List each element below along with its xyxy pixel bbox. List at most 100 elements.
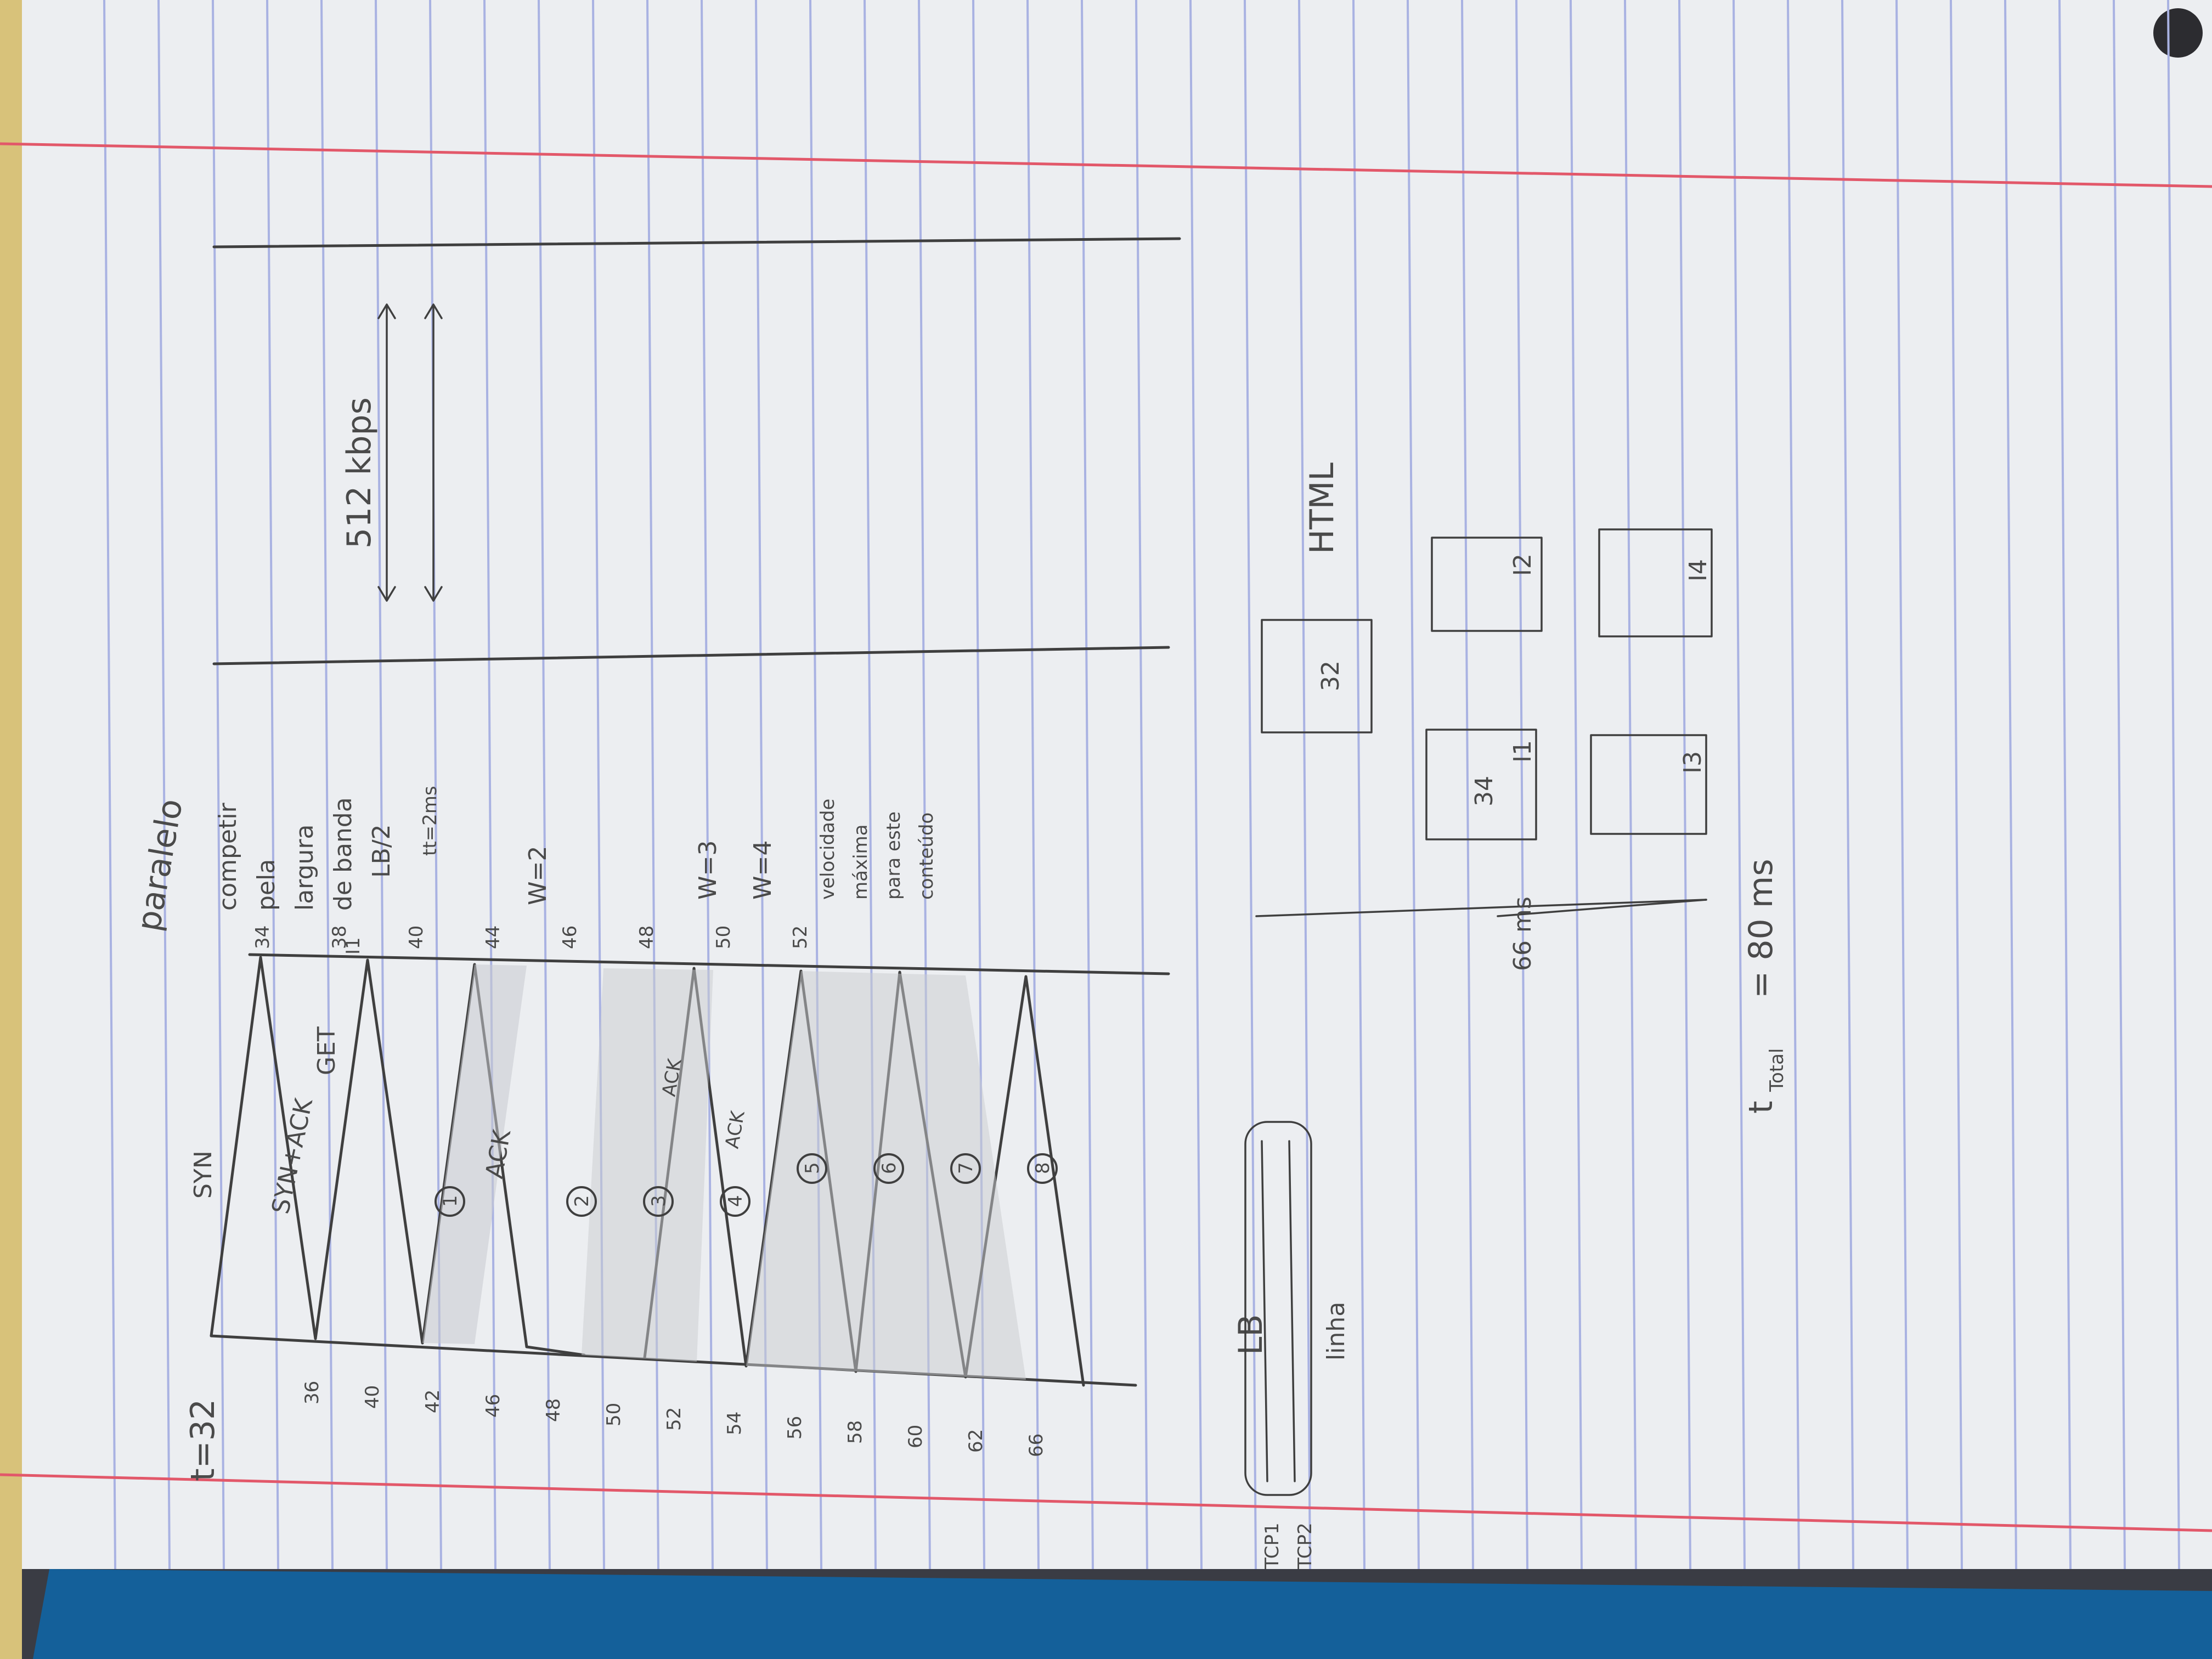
label-w4: W=4: [749, 840, 777, 900]
box-i3: [1590, 734, 1707, 835]
time-mark-client: 46: [482, 1394, 504, 1418]
note-velocidade-line: para este: [883, 811, 905, 900]
box-i1-time: 34: [1470, 776, 1498, 806]
arrow-head: [424, 303, 443, 319]
segment-number: 6: [878, 1162, 900, 1174]
segment-numbers: 1 2 3 4 5 6 7 8: [435, 1153, 1058, 1217]
segment-circle: [435, 1186, 465, 1217]
time-mark-server: 46: [559, 926, 581, 949]
segment-number: 1: [439, 1195, 461, 1207]
bandwidth-line-bottom: [212, 237, 1181, 249]
note-competir-line: largura: [291, 825, 319, 911]
rule-line: [1841, 0, 1854, 1570]
time-mark-server: 38: [329, 926, 351, 949]
time-mark-server: 44: [482, 926, 504, 949]
note-velocidade-line: máxima: [850, 825, 872, 900]
label-66ms: 66 ms: [1509, 896, 1537, 971]
box-i3-label: I3: [1679, 751, 1707, 774]
time-mark-client: 40: [362, 1385, 383, 1409]
arrow-head: [377, 586, 396, 602]
rule-line: [266, 0, 279, 1570]
data-lines: [643, 967, 1085, 1387]
label-i1: I1: [342, 937, 364, 955]
box-html-time: 32: [1317, 661, 1345, 691]
time-mark-server: 40: [405, 926, 427, 949]
tcp-line-2: [1288, 1140, 1296, 1482]
label-bandwidth: 512 kbps: [340, 397, 379, 549]
segment-number: 7: [955, 1162, 977, 1174]
label-syn: SYN: [189, 1150, 217, 1199]
box-i2-label: I2: [1509, 554, 1537, 576]
time-mark-client: 54: [724, 1412, 746, 1435]
segment-circle: [797, 1153, 827, 1184]
label-ttotal: t: [1742, 1101, 1780, 1114]
segment-number: 2: [571, 1195, 593, 1207]
box-i2: [1431, 537, 1543, 632]
margin-line-bottom: [0, 1473, 2212, 1532]
rule-line: [538, 0, 551, 1570]
box-i1-label: I1: [1509, 740, 1537, 763]
segment-circle: [643, 1186, 674, 1217]
box-html: [1261, 619, 1373, 733]
box-html-label: HTML: [1303, 462, 1341, 554]
label-lb: LB: [1232, 1314, 1270, 1355]
rule-line: [1461, 0, 1474, 1570]
rule-line: [1081, 0, 1094, 1570]
rule-line: [1352, 0, 1365, 1570]
span-80ms: [1497, 899, 1707, 917]
segment-circle: [566, 1186, 597, 1217]
hatched-segment-4-8: [746, 971, 1026, 1380]
rule-line: [1407, 0, 1420, 1570]
note-competir-line: competir: [214, 803, 242, 911]
time-mark-client: 66: [1025, 1434, 1047, 1457]
time-mark-server: 48: [636, 926, 658, 949]
handshake-lines: [210, 956, 586, 1357]
time-mark-server: 34: [252, 926, 274, 949]
segment-circle: [873, 1153, 904, 1184]
box-i4-label: I4: [1684, 559, 1712, 582]
tcp-line-1: [1261, 1140, 1268, 1482]
rule-line: [1244, 0, 1257, 1570]
rule-line: [1733, 0, 1746, 1570]
time-mark-client: 56: [784, 1416, 806, 1440]
arrow-head: [377, 303, 396, 319]
rule-line: [1189, 0, 1203, 1570]
rule-line: [1678, 0, 1691, 1570]
label-tcp1: TCP1: [1261, 1522, 1283, 1570]
label-start-time: t=32: [184, 1399, 222, 1481]
rule-line: [1570, 0, 1583, 1570]
segment-number: 5: [802, 1162, 823, 1174]
rule-line: [1298, 0, 1311, 1570]
hatched-segment-2-3: [582, 968, 713, 1362]
bandwidth-line-top: [212, 646, 1170, 665]
tcp-pipe: [1244, 1121, 1312, 1496]
arrow-head: [424, 586, 443, 602]
label-ttotal-value: = 80 ms: [1742, 859, 1780, 998]
time-mark-client: 42: [422, 1390, 444, 1413]
rule-line: [1515, 0, 1528, 1570]
label-get: GET: [313, 1026, 341, 1075]
label-tt: tt=2ms: [419, 786, 441, 856]
segment-number: 8: [1032, 1162, 1054, 1174]
rule-line: [1026, 0, 1040, 1570]
rule-line: [2113, 0, 2126, 1570]
time-mark-client: 62: [965, 1429, 987, 1453]
rule-line: [2167, 0, 2180, 1570]
rule-line: [701, 0, 714, 1570]
segment-circle: [950, 1153, 981, 1184]
segment-number: 3: [648, 1195, 670, 1207]
rule-line: [320, 0, 334, 1570]
rule-line: [1950, 0, 1963, 1570]
rule-line: [103, 0, 116, 1570]
time-mark-client: 58: [844, 1420, 866, 1444]
left-edge-strip: [0, 0, 22, 1659]
segment-number: 4: [725, 1195, 747, 1207]
time-mark-client: 48: [543, 1398, 565, 1422]
margin-line-top: [0, 142, 2212, 188]
rule-line: [2004, 0, 2017, 1570]
hatched-segment-1: [422, 964, 527, 1344]
label-w3: W=3: [694, 840, 722, 900]
